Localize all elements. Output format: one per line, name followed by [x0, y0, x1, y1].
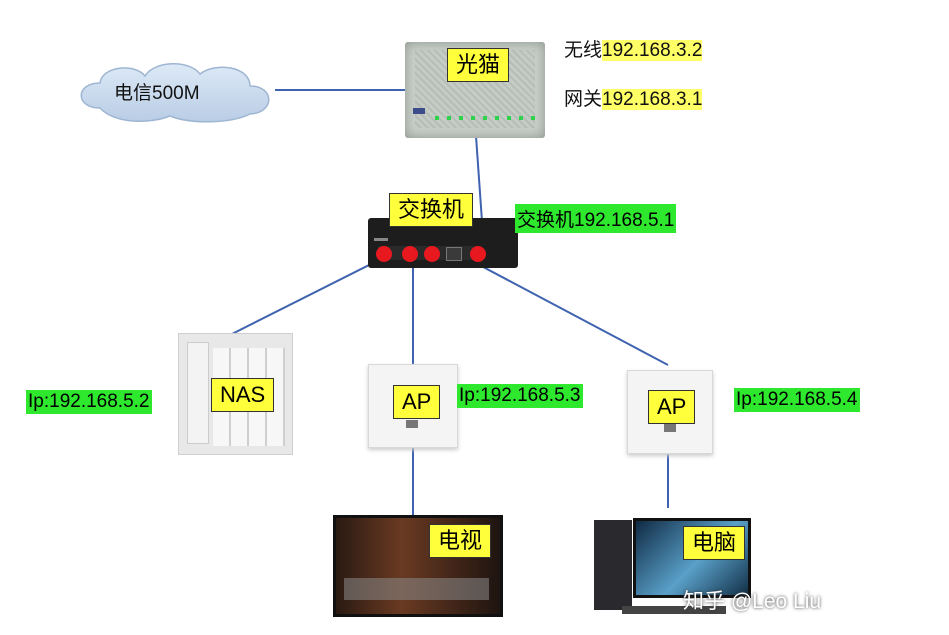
- tv-label: 电视: [429, 524, 492, 558]
- nas-ip: Ip:192.168.5.2: [26, 390, 152, 414]
- ap1-ip: Ip:192.168.5.3: [457, 384, 583, 408]
- cloud-label: 电信500M: [114, 83, 200, 104]
- ap2-label: AP: [648, 390, 696, 424]
- cloud-icon: [80, 63, 270, 123]
- tv-device: [333, 515, 503, 617]
- switch-nas-link: [231, 257, 384, 335]
- modem-gateway-ip: 网关192.168.3.1: [564, 89, 703, 110]
- watermark: 知乎 @Leo Liu: [683, 590, 822, 613]
- ap2-ip: Ip:192.168.5.4: [734, 388, 860, 412]
- modem-label: 光猫: [447, 48, 510, 82]
- nas-label: NAS: [211, 378, 275, 412]
- switch-ap2-link: [469, 259, 669, 366]
- modem-wifi-ip: 无线192.168.3.2: [564, 40, 703, 61]
- switch-ip: 交换机192.168.5.1: [515, 204, 677, 233]
- pc-tower: [594, 520, 632, 610]
- pc-label: 电脑: [683, 526, 746, 560]
- ap1-label: AP: [393, 385, 441, 419]
- switch-label: 交换机: [389, 193, 474, 227]
- pc-keyboard: [622, 606, 726, 614]
